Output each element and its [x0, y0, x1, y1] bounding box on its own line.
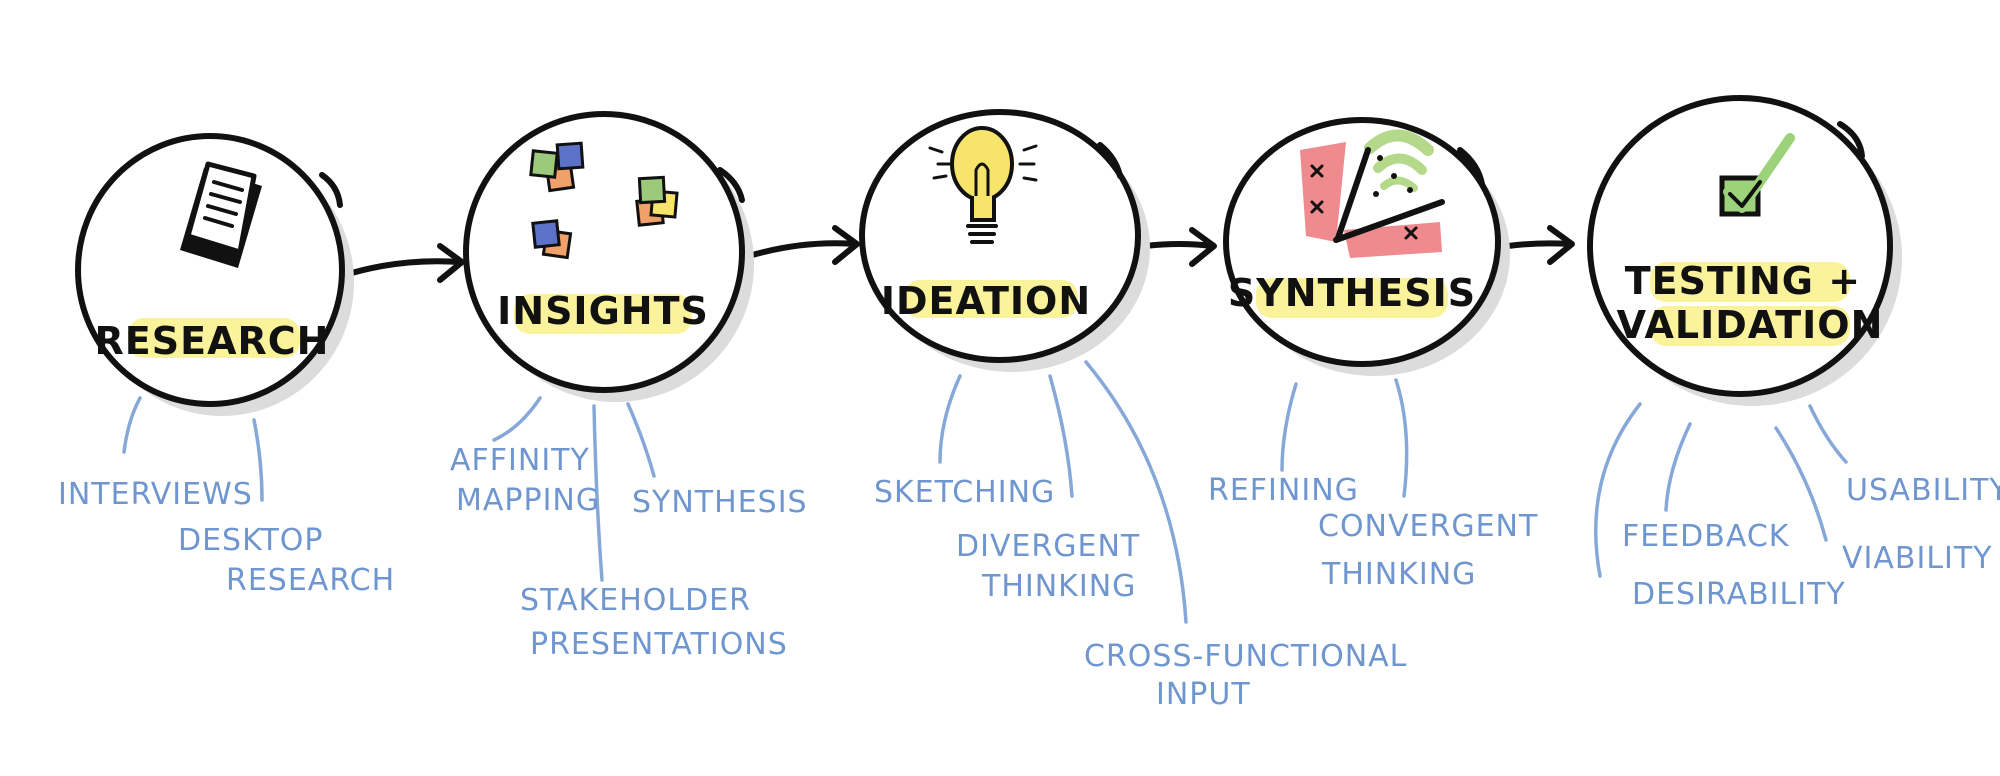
stage-ideation: IDEATION	[859, 109, 1150, 372]
label-refining: REFINING	[1208, 473, 1359, 508]
label-viability: VIABILITY	[1842, 541, 1993, 576]
lightbulb-icon	[928, 126, 1038, 244]
stage-title: RESEARCH	[95, 319, 330, 363]
labels-ideation: SKETCHING DIVERGENT THINKING CROSS-FUNCT…	[874, 475, 1418, 712]
label-feedback: FEEDBACK	[1622, 519, 1790, 554]
bubble	[463, 111, 745, 393]
sticky-notes-icon	[529, 141, 679, 260]
stage-insights: INSIGHTS	[463, 111, 754, 402]
stage-title: INSIGHTS	[497, 289, 709, 333]
labels-insights: AFFINITY MAPPING STAKEHOLDER PRESENTATIO…	[450, 443, 808, 662]
label-usability: USABILITY	[1846, 473, 2000, 508]
scatter-plot-icon	[1300, 129, 1445, 258]
labels-synthesis: REFINING CONVERGENT THINKING	[1208, 473, 1549, 592]
stage-title: TESTING + VALIDATION	[1617, 259, 1884, 347]
label-desktop-research: DESKTOP RESEARCH	[178, 523, 395, 598]
label-stakeholder-presentations: STAKEHOLDER PRESENTATIONS	[520, 583, 788, 662]
leader-lines	[122, 360, 1848, 624]
arrow-research-insights	[342, 243, 465, 283]
label-affinity-mapping: AFFINITY MAPPING	[450, 443, 600, 518]
label-interviews: INTERVIEWS	[58, 477, 253, 512]
arrow-synthesis-testing	[1505, 225, 1575, 265]
label-desirability: DESIRABILITY	[1632, 577, 1846, 612]
stage-title: IDEATION	[881, 279, 1091, 323]
arrow-insights-ideation	[739, 225, 860, 265]
label-synthesis: SYNTHESIS	[632, 485, 808, 520]
arrow-ideation-synthesis	[1142, 227, 1217, 267]
checkbox-icon	[1719, 133, 1795, 217]
bubble	[1587, 95, 1893, 397]
labels-research: INTERVIEWS DESKTOP RESEARCH	[58, 477, 395, 598]
stage-research: RESEARCH	[75, 133, 354, 416]
label-sketching: SKETCHING	[874, 475, 1055, 510]
label-convergent-thinking: CONVERGENT THINKING	[1318, 509, 1549, 592]
label-cross-functional-input: CROSS-FUNCTIONAL INPUT	[1084, 639, 1418, 712]
stage-title: SYNTHESIS	[1228, 271, 1476, 315]
document-icon	[180, 161, 262, 268]
stage-synthesis: SYNTHESIS	[1223, 117, 1510, 376]
labels-testing: FEEDBACK DESIRABILITY USABILITY VIABILIT…	[1622, 473, 2000, 612]
stage-testing: TESTING + VALIDATION	[1587, 95, 1902, 406]
label-divergent-thinking: DIVERGENT THINKING	[956, 529, 1151, 604]
